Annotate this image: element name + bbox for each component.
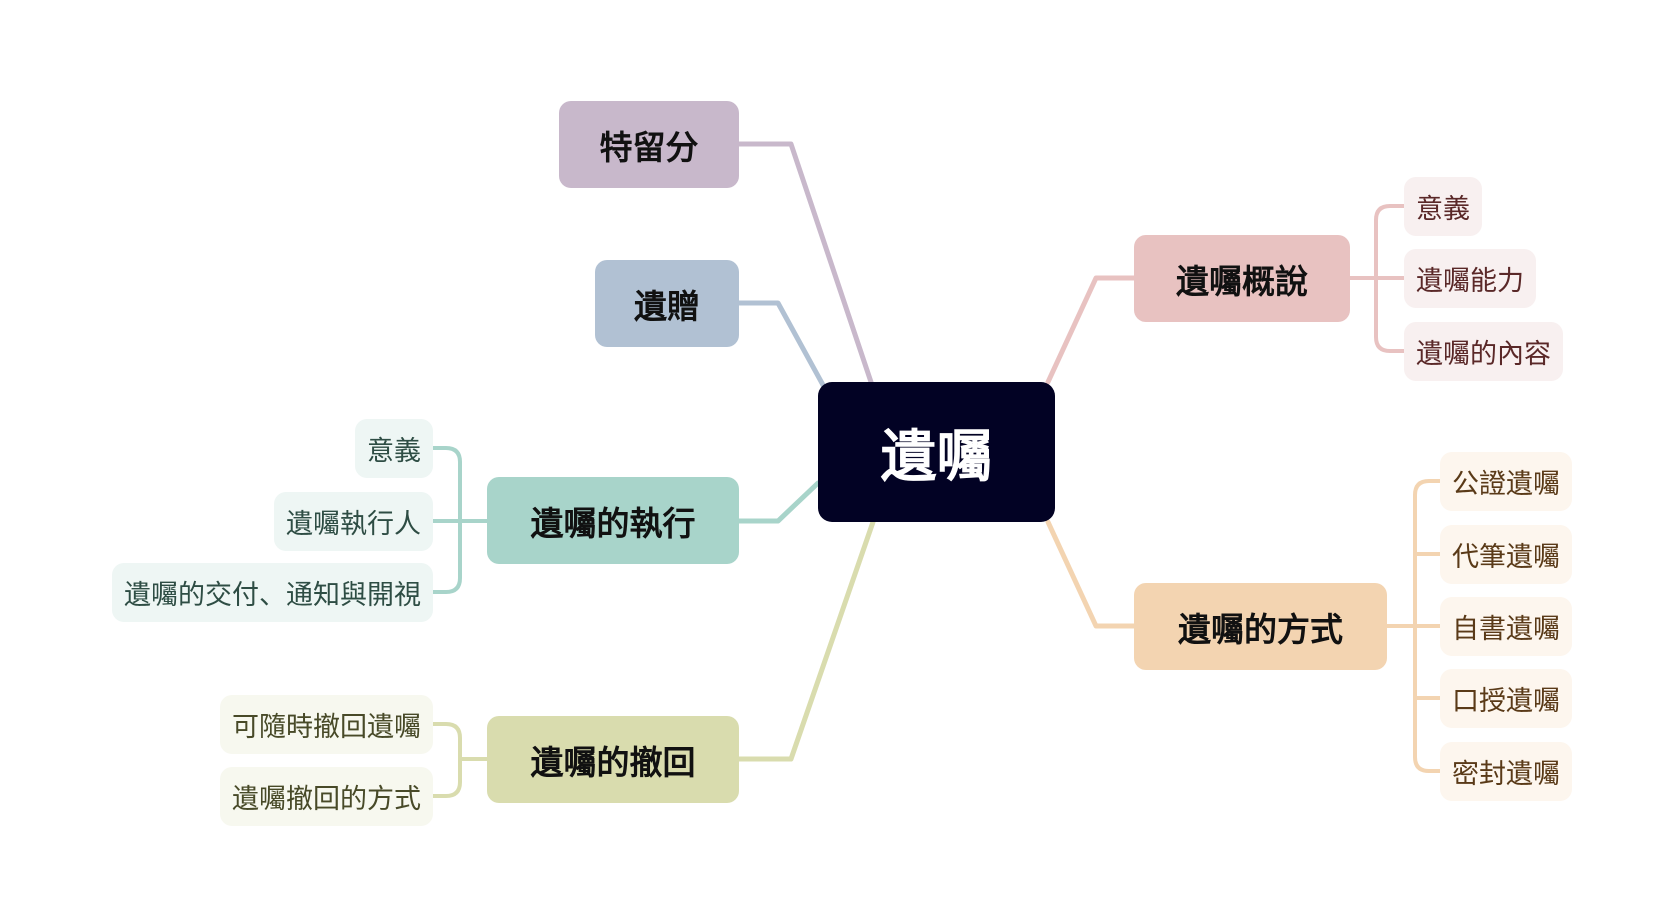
- branch-bequest[interactable]: 遺贈: [595, 260, 739, 347]
- branch-reserved-share[interactable]: 特留分: [559, 101, 739, 188]
- forms-bracket: [1385, 479, 1442, 773]
- leaf-overview-meaning[interactable]: 意義: [1404, 177, 1482, 236]
- leaf-forms-sealed[interactable]: 密封遺囑: [1440, 742, 1572, 801]
- leaf-revocation-anytime[interactable]: 可隨時撤回遺囑: [220, 695, 433, 754]
- leaf-overview-content[interactable]: 遺囑的內容: [1404, 322, 1563, 381]
- link-forms: [1045, 519, 1137, 629]
- leaf-forms-notarial[interactable]: 公證遺囑: [1440, 452, 1572, 511]
- branch-execution[interactable]: 遺囑的執行: [487, 477, 739, 564]
- root-node[interactable]: 遺囑: [818, 382, 1055, 522]
- branch-forms[interactable]: 遺囑的方式: [1134, 583, 1387, 670]
- leaf-forms-holographic[interactable]: 自書遺囑: [1440, 597, 1572, 656]
- leaf-execution-executor[interactable]: 遺囑執行人: [274, 492, 433, 551]
- link-reserved-share: [736, 141, 874, 385]
- link-revocation: [736, 519, 876, 762]
- revocation-bracket: [431, 722, 489, 798]
- branch-overview[interactable]: 遺囑概說: [1134, 235, 1350, 322]
- leaf-execution-delivery[interactable]: 遺囑的交付、通知與開視: [112, 563, 433, 622]
- leaf-revocation-methods[interactable]: 遺囑撤回的方式: [220, 767, 433, 826]
- overview-bracket: [1348, 204, 1406, 353]
- link-overview: [1045, 275, 1137, 385]
- execution-bracket: [431, 446, 489, 594]
- branch-revocation[interactable]: 遺囑的撤回: [487, 716, 739, 803]
- link-execution: [736, 480, 821, 524]
- leaf-forms-oral[interactable]: 口授遺囑: [1440, 669, 1572, 728]
- leaf-overview-capacity[interactable]: 遺囑能力: [1404, 249, 1536, 308]
- leaf-forms-dictated-written[interactable]: 代筆遺囑: [1440, 525, 1572, 584]
- leaf-execution-meaning[interactable]: 意義: [355, 419, 433, 478]
- link-bequest: [736, 300, 826, 388]
